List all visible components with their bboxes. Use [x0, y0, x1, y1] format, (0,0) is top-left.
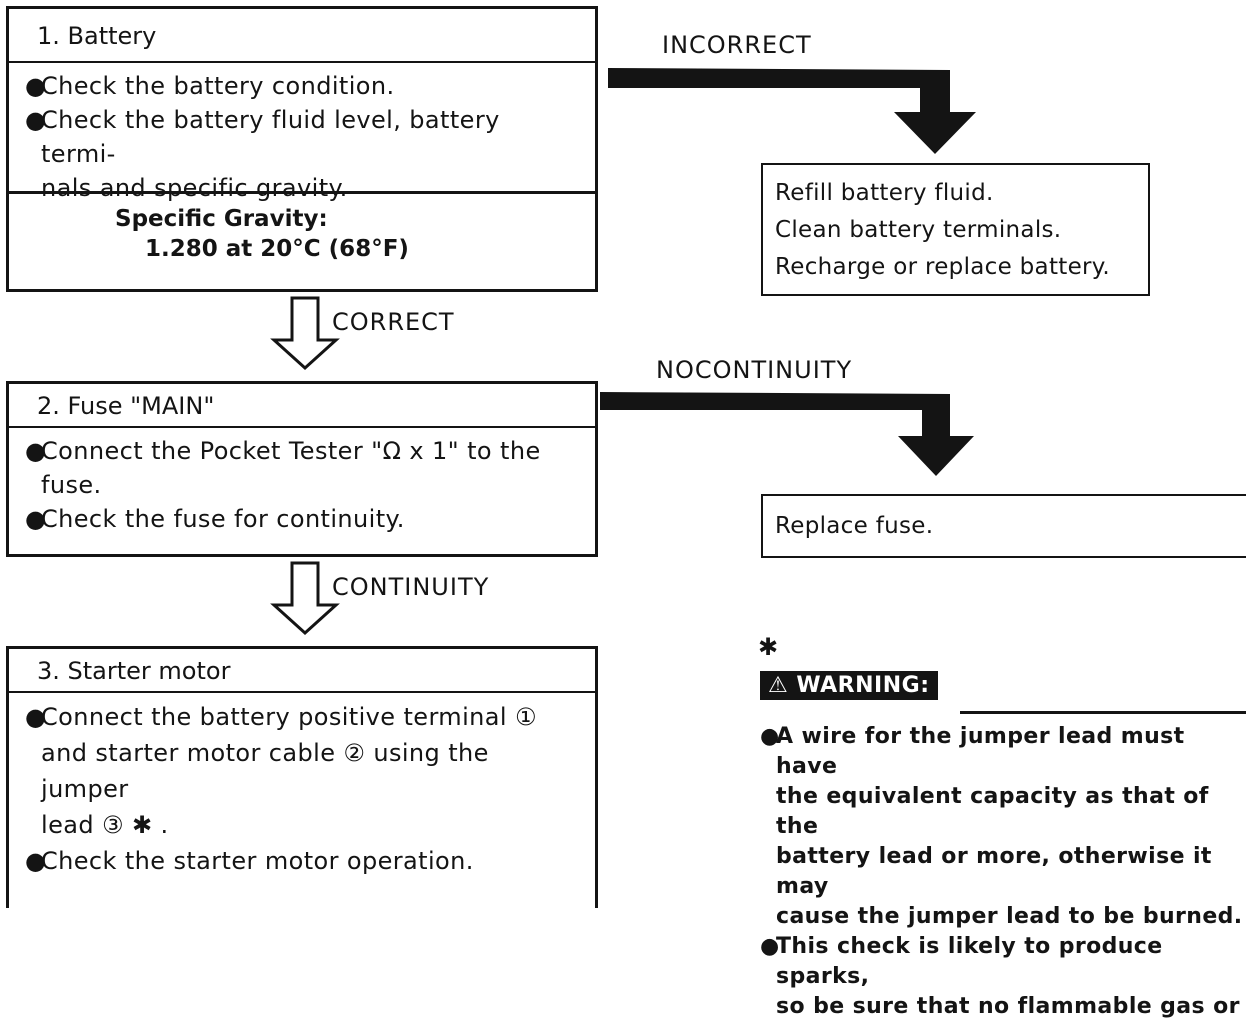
spec-label: Specific Gravity:	[115, 206, 328, 232]
step-3-body: ●Connect the battery positive terminal ①…	[9, 693, 595, 879]
bullet-text: Connect the battery positive terminal ①	[41, 703, 537, 731]
remedy-line: Refill battery fluid.	[775, 180, 994, 206]
correct-arrow-icon	[270, 296, 340, 371]
bullet-icon: ●	[760, 724, 780, 749]
incorrect-label: INCORRECT	[662, 31, 812, 59]
bullet-text: Connect the Pocket Tester "Ω x 1" to the	[41, 437, 541, 465]
warning-line: This check is likely to produce sparks,	[776, 934, 1163, 989]
bullet-line: ●Check the battery condition.	[25, 69, 577, 103]
warning-line: the equivalent capacity as that of the	[776, 784, 1209, 839]
bullet-continuation: lead ③ ✱ .	[41, 811, 169, 839]
spec-value: 1.280 at 20°C (68°F)	[145, 236, 409, 262]
specific-gravity-panel: Specific Gravity: 1.280 at 20°C (68°F)	[9, 191, 595, 289]
bullet-continuation: nals and specific gravity.	[41, 174, 348, 202]
bullet-icon: ●	[25, 505, 47, 533]
bullet-icon: ●	[25, 437, 47, 465]
step-2-box: 2. Fuse "MAIN" ●Connect the Pocket Teste…	[6, 381, 598, 557]
step-1-box: 1. Battery ●Check the battery condition.…	[6, 6, 598, 292]
step-3-title: 3. Starter motor	[9, 649, 595, 693]
bullet-line: ●Connect the battery positive terminal ①	[25, 699, 577, 735]
bullet-text: Check the fuse for continuity.	[41, 505, 405, 533]
continuity-label: CONTINUITY	[332, 573, 490, 601]
warning-badge: ⚠ WARNING:	[760, 671, 938, 700]
warning-line: cause the jumper lead to be burned.	[776, 904, 1243, 929]
step-2-title: 2. Fuse "MAIN"	[9, 384, 595, 428]
warning-rule	[960, 711, 1246, 714]
bullet-icon: ●	[25, 106, 47, 134]
bullet-icon: ●	[25, 847, 47, 875]
bullet-text: Check the battery fluid level, battery t…	[41, 106, 500, 168]
battery-remedy-box: Refill battery fluid. Clean battery term…	[761, 163, 1150, 296]
step-3-box: 3. Starter motor ●Connect the battery po…	[6, 646, 598, 908]
correct-label: CORRECT	[332, 308, 455, 336]
remedy-line: Replace fuse.	[775, 513, 934, 539]
warning-bullet: ●This check is likely to produce sparks,	[760, 932, 1246, 992]
bullet-icon: ●	[25, 72, 47, 100]
warning-bullet: ●A wire for the jumper lead must have	[760, 722, 1246, 782]
remedy-line: Recharge or replace battery.	[775, 254, 1111, 280]
warning-line: battery lead or more, otherwise it may	[776, 844, 1212, 899]
remedy-line: Clean battery terminals.	[775, 217, 1062, 243]
step-1-title: 1. Battery	[9, 9, 595, 63]
nocontinuity-label: NOCONTINUITY	[656, 356, 853, 384]
step-1-body: ●Check the battery condition. ●Check the…	[9, 63, 595, 205]
bullet-text: Check the battery condition.	[41, 72, 395, 100]
bullet-continuation: fuse.	[41, 471, 102, 499]
nocontinuity-arrow-icon	[600, 392, 974, 476]
bullet-line: ●Connect the Pocket Tester "Ω x 1" to th…	[25, 434, 577, 468]
asterisk-icon: ✱	[758, 633, 779, 661]
bullet-icon: ●	[25, 703, 47, 731]
fuse-remedy-box: Replace fuse.	[761, 494, 1246, 558]
warning-text: ●A wire for the jumper lead must have th…	[760, 722, 1246, 1022]
incorrect-arrow-icon	[608, 68, 976, 154]
step-2-body: ●Connect the Pocket Tester "Ω x 1" to th…	[9, 428, 595, 536]
bullet-text: Check the starter motor operation.	[41, 847, 474, 875]
bullet-continuation: and starter motor cable ② using the jump…	[41, 739, 489, 803]
bullet-line: ●Check the fuse for continuity.	[25, 502, 577, 536]
bullet-line: ●Check the starter motor operation.	[25, 843, 577, 879]
warning-line: A wire for the jumper lead must have	[776, 724, 1185, 779]
bullet-line: ●Check the battery fluid level, battery …	[25, 103, 577, 171]
warning-line: so be sure that no flammable gas or	[776, 994, 1240, 1019]
continuity-arrow-icon	[270, 561, 340, 636]
bullet-icon: ●	[760, 934, 780, 959]
